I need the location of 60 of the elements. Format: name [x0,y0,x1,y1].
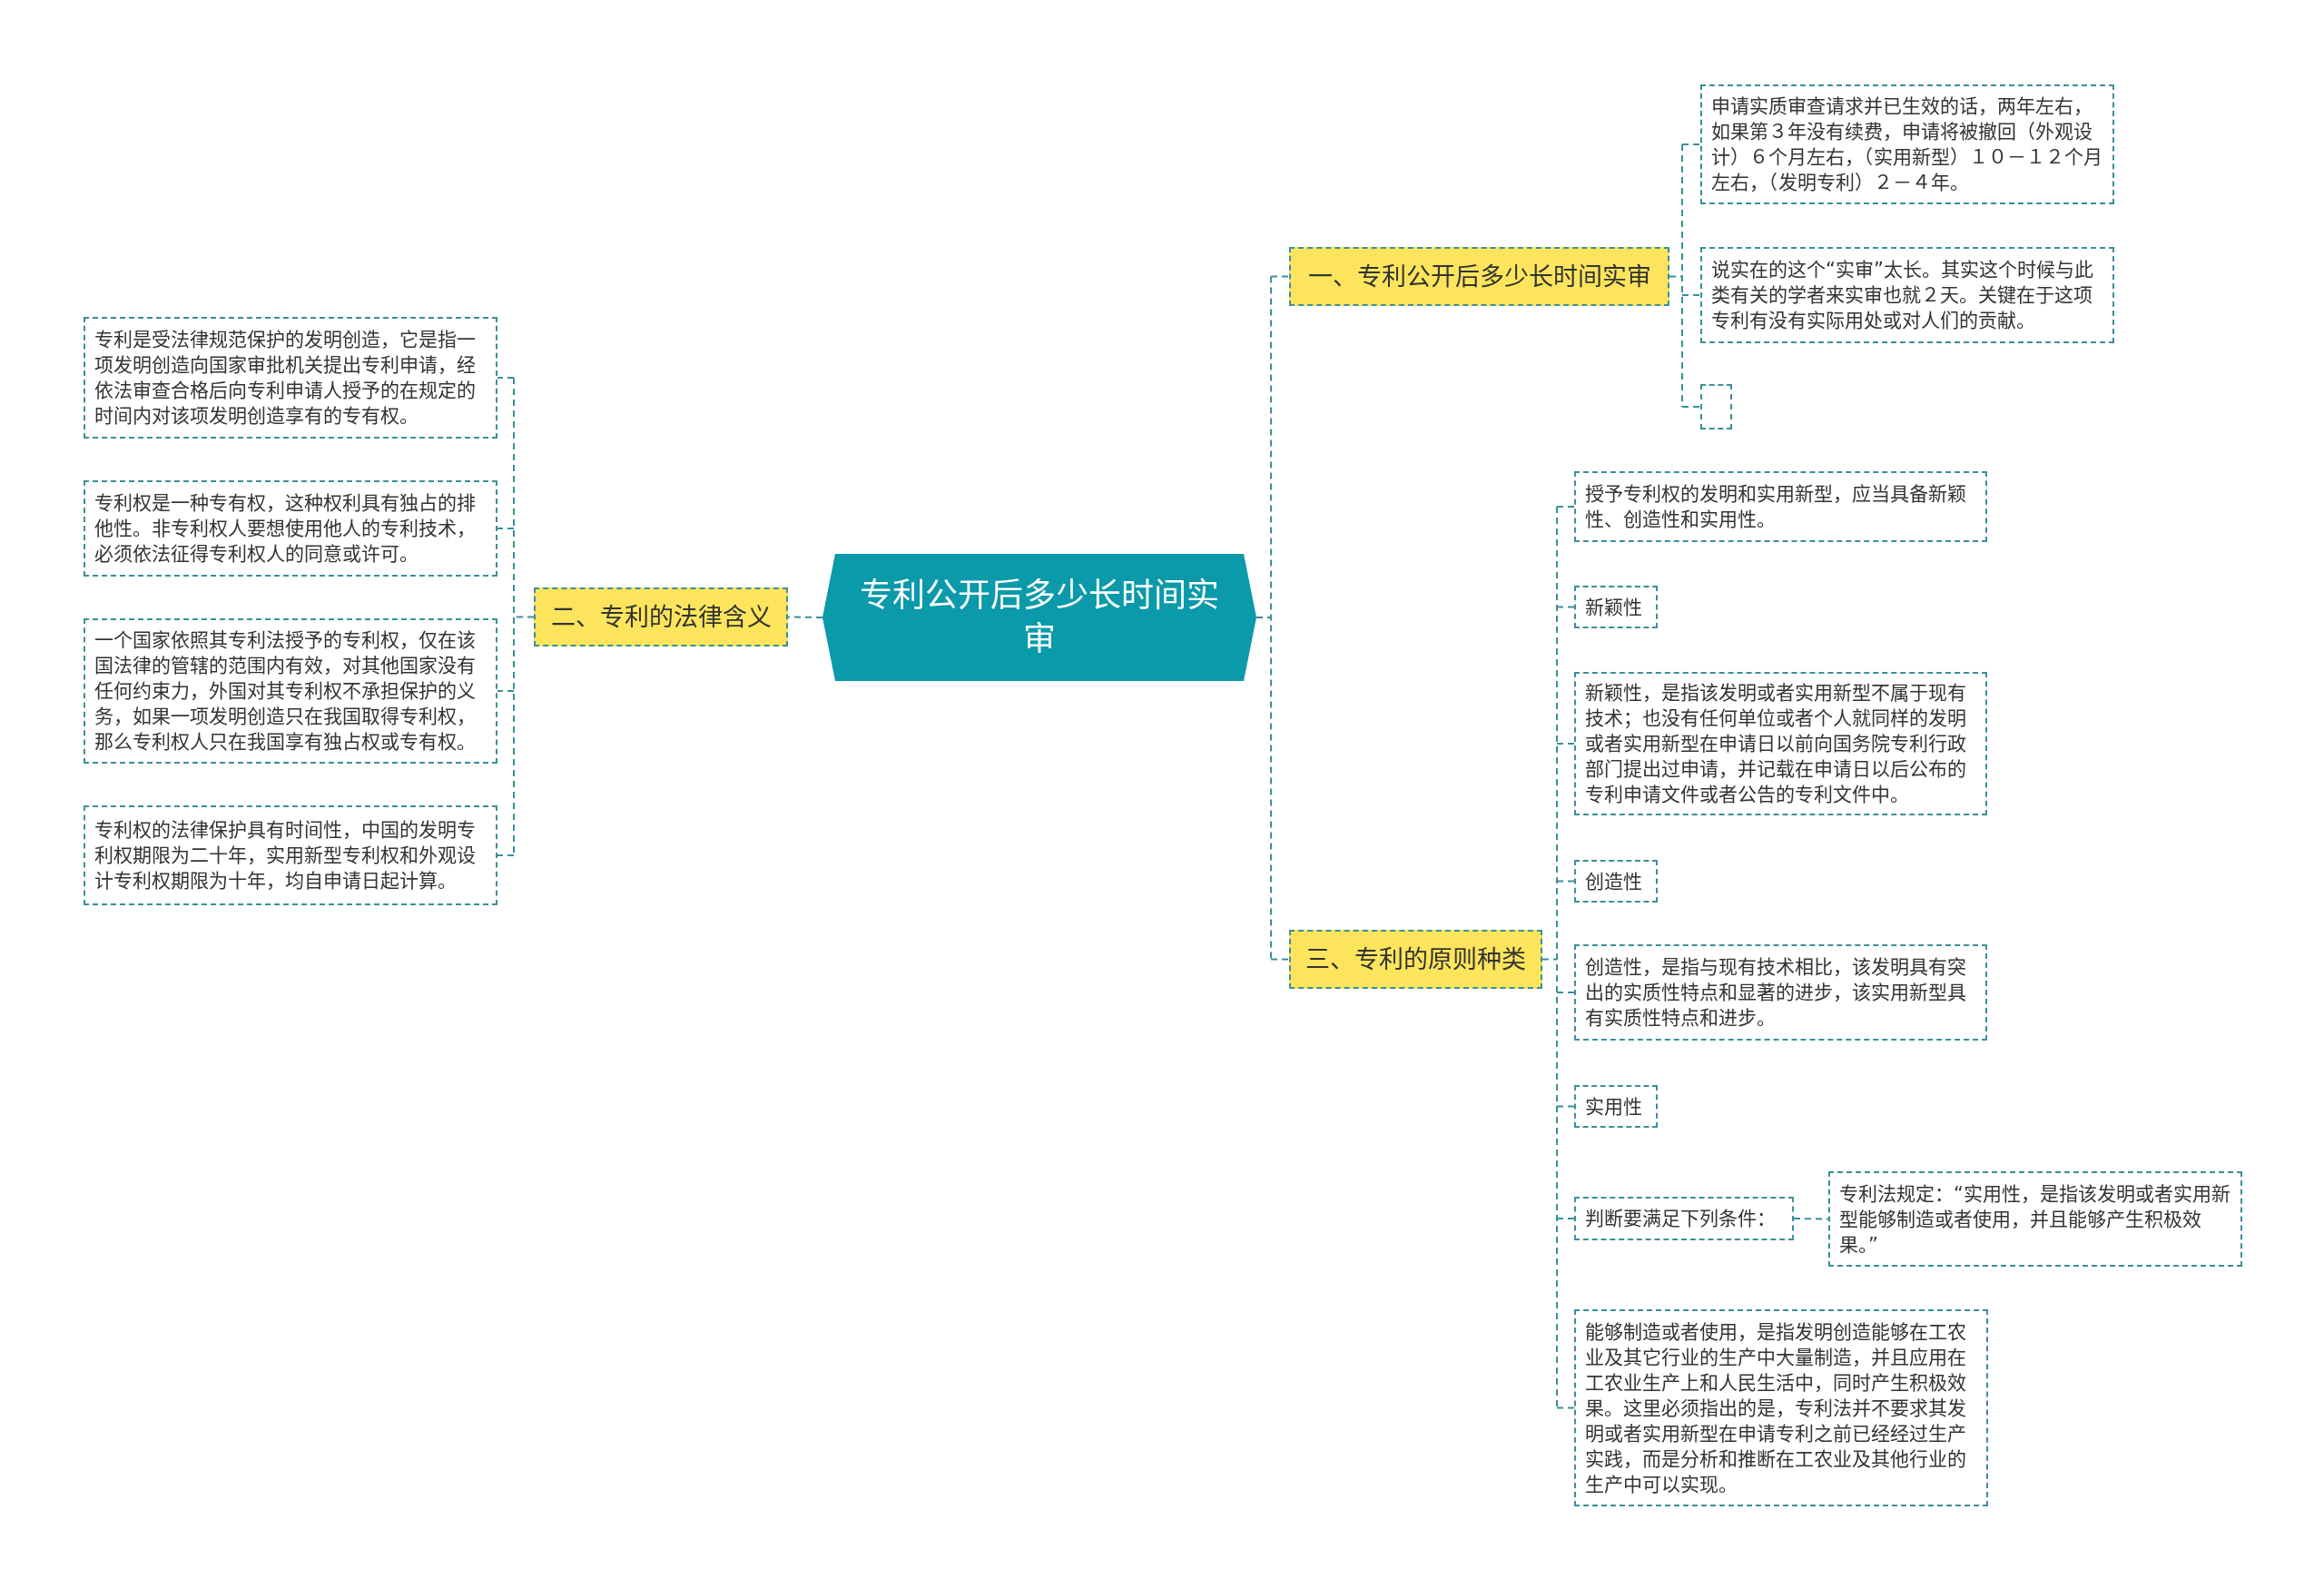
connector-line [1681,406,1701,408]
note-box [1700,84,2114,204]
connector-line [497,854,515,856]
note-box [1700,247,2114,343]
note-text: 能够制造或者使用，是指发明创造能够在工农业及其它行业的生产中大量制造，并且应用在工农业生产上和人民生活中，同时产生积极效果。这里必须指出的是，专利法并不要求其发明或者实用新型在申请专利之前已经经过生产实践，而是分析和推断在工农业及其他行业的生产中可以实现。 [1585,1319,1967,1497]
note-text: 新颖性，是指该发明或者实用新型不属于现有技术；也没有任何单位或者个人就同样的发明或者实用新型在申请日以前向国务院专利行政部门提出过申请，并记载在申请日以后公布的专利申请文件或者公告的专利文件中。 [1585,681,1967,807]
note-box [1574,471,1987,542]
note-text: 新颖性 [1585,595,1643,620]
empty-topic-box [1700,384,1732,429]
note-box [84,480,497,577]
connector-line [1541,506,1558,1409]
connector-line [1556,992,1575,993]
connector-line [1669,143,1683,408]
connector-line [787,616,823,618]
note-text: 判断要满足下列条件： [1585,1207,1777,1231]
note-text: 一个国家依照其专利法授予的专利权，仅在该国法律的管辖的范围内有效，对其他国家没有任何约束力，外国对其专利权不承担保护的义务，如果一项发明创造只在我国取得专利权，那么专利权人只在我国享有独占权或专有权。 [94,628,477,755]
connector-line [497,690,515,692]
note-box [84,317,497,439]
connector-line [1270,958,1290,961]
note-text: 实用性 [1585,1094,1643,1120]
branch-box [1289,930,1542,989]
note-box [1574,944,1987,1041]
note-box [1574,1085,1658,1128]
branch-box [534,587,788,646]
connector-line [1556,743,1575,745]
note-box [1574,586,1658,628]
note-box [1574,672,1987,815]
note-text: 说实在的这个“实审”太长。其实这个时候与此类有关的学者来实审也就２天。关键在于这项专利有没有实际用处或对人们的贡献。 [1711,258,2094,333]
connector-line [497,528,515,529]
note-text: 创造性 [1585,869,1643,894]
connector-line [1556,606,1575,608]
note-text: 专利是受法律规范保护的发明创造，它是指一项发明创造向国家审批机关提出专利申请，经依法审查合格后向专利申请人授予的在规定的时间内对该项发明创造享有的专有权。 [94,328,477,429]
note-box [1574,1197,1794,1240]
connector-line [1556,506,1575,508]
branch-text: 一、专利公开后多少长时间实审 [1307,261,1651,292]
connector-line [1556,1406,1575,1409]
note-box [1828,1171,2242,1267]
note-text: 授予专利权的发明和实用新型，应当具备新颖性、创造性和实用性。 [1585,482,1967,532]
note-text: 专利法规定：“实用性，是指该发明或者实用新型能够制造或者使用，并且能够产生积极效果。” [1839,1181,2231,1258]
connector-line [1270,275,1290,278]
note-box [84,618,497,764]
connector-line [1793,1218,1829,1220]
note-text: 创造性，是指与现有技术相比，该发明具有突出的实质性特点和显著的进步，该实用新型具有实质性特点和进步。 [1585,955,1967,1031]
connector-line [1256,275,1272,961]
topic-text: 专利公开后多少长时间实审 [859,576,1220,659]
note-text: 专利权是一种专有权，这种权利具有独占的排他性。非专利权人要想使用他人的专利技术，必须依法征得专利权人的同意或许可。 [94,491,477,567]
branch-box [1289,247,1669,306]
branch-text: 二、专利的法律含义 [550,601,772,633]
note-text: 申请实质审查请求并已生效的话，两年左右，如果第３年没有续费，申请将被撤回（外观设计）６个月左右，（实用新型）１０－１２个月左右，（发明专利）２－４年。 [1711,94,2103,195]
connector-line [1556,1105,1575,1108]
connector-line [1681,294,1701,296]
connector-line [1556,880,1575,883]
note-box [1574,860,1658,903]
connector-line [497,377,515,379]
note-text: 专利权的法律保护具有时间性，中国的发明专利权期限为二十年，实用新型专利权和外观设计专利权期限为十年，均自申请日起计算。 [94,818,477,893]
note-box [84,805,497,905]
connector-line [1681,143,1701,145]
connector-line [1556,1218,1575,1219]
branch-text: 三、专利的原则种类 [1305,943,1526,975]
note-box [1574,1309,1988,1506]
